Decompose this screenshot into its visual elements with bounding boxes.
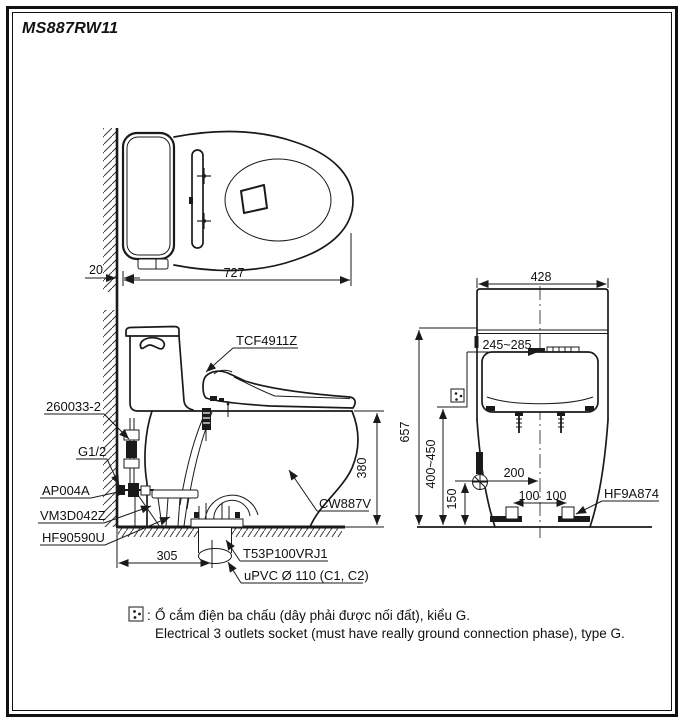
dim-wall-gap-text: 20 [89,263,103,277]
front-dims: 428 657 245~285 400~450 150 200 100 100 [398,270,609,525]
footer-note-vietnamese: Ổ cắm điện ba chấu (dây phải được nối đấ… [155,608,470,623]
plan-bolt-markers [197,168,211,229]
front-body-right [589,419,609,528]
front-feet [490,506,590,522]
plan-hinge-mark [189,197,193,204]
side-view: 380 305 TCF4911Z 260033-2 G1/2 AP004A VM… [38,325,384,584]
side-labels: TCF4911Z 260033-2 G1/2 AP004A VM3D042Z H… [38,333,371,584]
footer-separator: : [147,608,151,623]
dim-bolt-right-text: 100 [546,489,567,503]
dim-rim-height-text: 380 [355,458,369,479]
dim-socket-offset-text: 245~285 [482,338,531,352]
dim-valve-offset-text: 200 [504,466,525,480]
footer-note: : Ổ cắm điện ba chấu (dây phải được nối … [128,606,625,641]
label-washlet: TCF4911Z [236,333,297,348]
dim-bolt-left-text: 100 [519,489,540,503]
front-washlet-panel [481,351,599,413]
front-tank [474,288,609,421]
label-drain-pipe: uPVC Ø 110 (C1, C2) [244,568,369,583]
plan-tank-inner [126,136,171,256]
label-fixing-part: HF90590U [42,530,105,545]
plan-supply-box [137,258,169,270]
socket-icon-legend [128,606,144,622]
front-labels: HF9A874 [575,486,659,515]
socket-icon [450,388,465,403]
dim-total-height-text: 657 [398,422,412,443]
front-view: 428 657 245~285 400~450 150 200 100 100 [398,270,659,538]
wall-hatch-top [103,128,116,292]
plan-lid-contour [224,158,332,242]
dim-valve-height-text: 150 [445,489,459,510]
label-bolt-cap: HF9A874 [604,486,659,501]
label-stop-valve: AP004A [42,483,90,498]
footer-note-english: Electrical 3 outlets socket (must have r… [155,626,625,641]
label-bowl: CW887V [319,496,371,511]
model-title: MS887RW11 [22,20,118,37]
wall-hatch-side [103,310,116,527]
front-seat-bolts [515,412,565,433]
side-drain [190,503,244,564]
top-view: 20 727 [85,130,354,286]
dim-length-text: 727 [224,266,245,280]
label-hose: VM3D042Z [40,508,106,523]
dim-width-text: 428 [531,270,552,284]
page-border [6,6,678,717]
label-supply-part: 260033-2 [46,399,101,414]
label-flange: T53P100VRJ1 [243,546,328,561]
plan-lid-recess [240,184,268,214]
front-stop-valve [472,452,488,490]
dim-drain-setout-text: 305 [157,549,178,563]
side-tank [125,325,353,412]
side-dims: 380 305 [116,410,384,568]
dim-socket-height-text: 400~450 [424,439,438,488]
plan-tank-outer [121,131,176,261]
label-water-inlet: G1/2 [78,444,106,459]
side-washlet-seat [202,369,356,441]
power-plug [202,408,211,441]
flush-handle [139,336,166,350]
